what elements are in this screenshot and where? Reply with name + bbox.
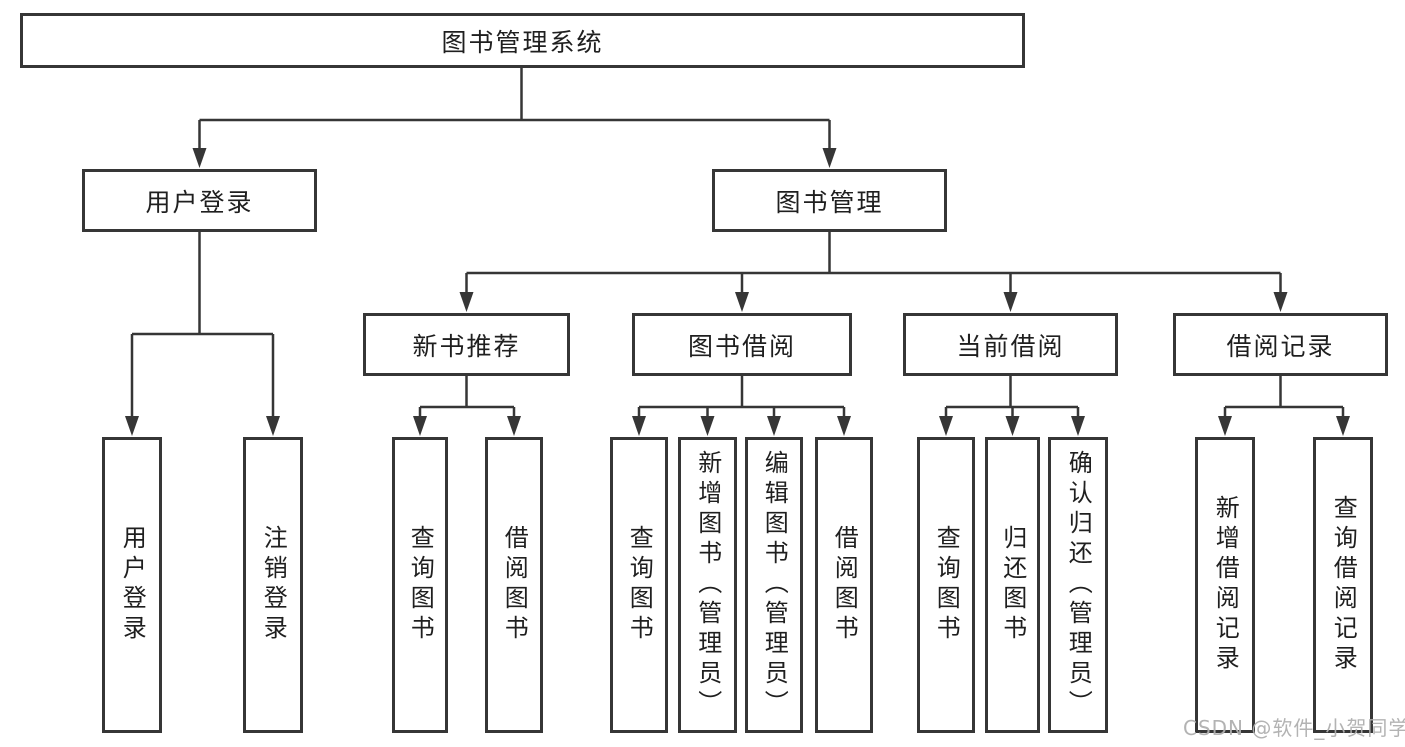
node-book-borrowing: 图书借阅 [632,313,852,376]
node-book-management: 图书管理 [712,169,947,232]
node-label: 编辑图书（管理员） [760,450,789,720]
node-leaf-borrow-books: 借阅图书 [815,437,873,733]
arrow-down-icon [632,416,646,436]
node-label: 注销登录 [259,525,288,645]
node-label: 查询图书 [932,525,961,645]
node-leaf-add-borrow-record: 新增借阅记录 [1195,437,1255,733]
arrow-down-icon [125,416,139,436]
node-leaf-edit-books-admin: 编辑图书（管理员） [745,437,803,733]
connector-book-borrowing-to-children [637,374,846,419]
arrow-down-icon [767,416,781,436]
node-label: 用户登录 [118,525,147,645]
arrow-down-icon [266,416,280,436]
csdn-watermark: CSDN @软件_小贺同学 [1183,716,1405,740]
node-root-system: 图书管理系统 [20,13,1025,68]
node-label: 借阅图书 [830,525,859,645]
node-leaf-confirm-return-admin: 确认归还（管理员） [1048,437,1108,733]
connector-current-borrowing-to-children [944,374,1080,419]
node-leaf-query-books-current: 查询图书 [917,437,975,733]
node-label: 当前借阅 [956,331,1065,361]
node-leaf-borrow-books-recommend: 借阅图书 [485,437,543,733]
node-label: 查询图书 [625,525,654,645]
node-user-login: 用户登录 [82,169,317,232]
connector-book-management-to-level3 [465,230,1282,294]
node-leaf-query-books-borrow: 查询图书 [610,437,668,733]
node-label: 归还图书 [998,525,1027,645]
connector-borrowing-records-to-children [1223,374,1345,419]
arrow-down-icon [192,148,207,168]
node-leaf-query-borrow-record: 查询借阅记录 [1313,437,1373,733]
arrow-down-icon [507,416,521,436]
node-label: 确认归还（管理员） [1064,450,1093,720]
node-label: 借阅记录 [1226,331,1335,361]
node-label: 用户登录 [145,187,254,217]
arrow-down-icon [939,416,953,436]
node-current-borrowing: 当前借阅 [903,313,1118,376]
arrow-down-icon [1273,292,1288,312]
arrowheads [125,148,1350,436]
node-borrowing-records: 借阅记录 [1173,313,1388,376]
arrow-down-icon [700,416,715,436]
node-label: 图书借阅 [687,331,796,361]
node-label: 图书管理系统 [441,27,604,57]
arrow-down-icon [1071,416,1085,436]
node-label: 图书管理 [775,187,884,217]
node-leaf-user-login: 用户登录 [102,437,162,733]
arrow-down-icon [459,292,474,312]
arrow-down-icon [413,416,427,436]
arrow-down-icon [837,416,851,436]
connector-new-book-recommend-to-children [418,374,516,419]
arrow-down-icon [1005,416,1020,436]
arrow-down-icon [1336,416,1350,436]
node-new-book-recommend: 新书推荐 [363,313,570,376]
node-label: 新增图书（管理员） [693,450,722,720]
arrow-down-icon [1218,416,1232,436]
arrow-down-icon [735,292,749,312]
node-label: 借阅图书 [500,525,529,645]
node-leaf-return-books: 归还图书 [985,437,1040,733]
node-leaf-query-books-recommend: 查询图书 [392,437,448,733]
node-label: 查询借阅记录 [1329,495,1358,675]
node-leaf-logout: 注销登录 [243,437,303,733]
node-label: 查询图书 [406,525,435,645]
node-leaf-add-books-admin: 新增图书（管理员） [678,437,737,733]
node-label: 新书推荐 [412,331,521,361]
arrow-down-icon [822,148,837,168]
node-label: 新增借阅记录 [1211,495,1240,675]
connector-user-login-to-children [130,230,275,418]
connector-root-to-level2 [198,66,831,150]
arrow-down-icon [1003,292,1018,312]
